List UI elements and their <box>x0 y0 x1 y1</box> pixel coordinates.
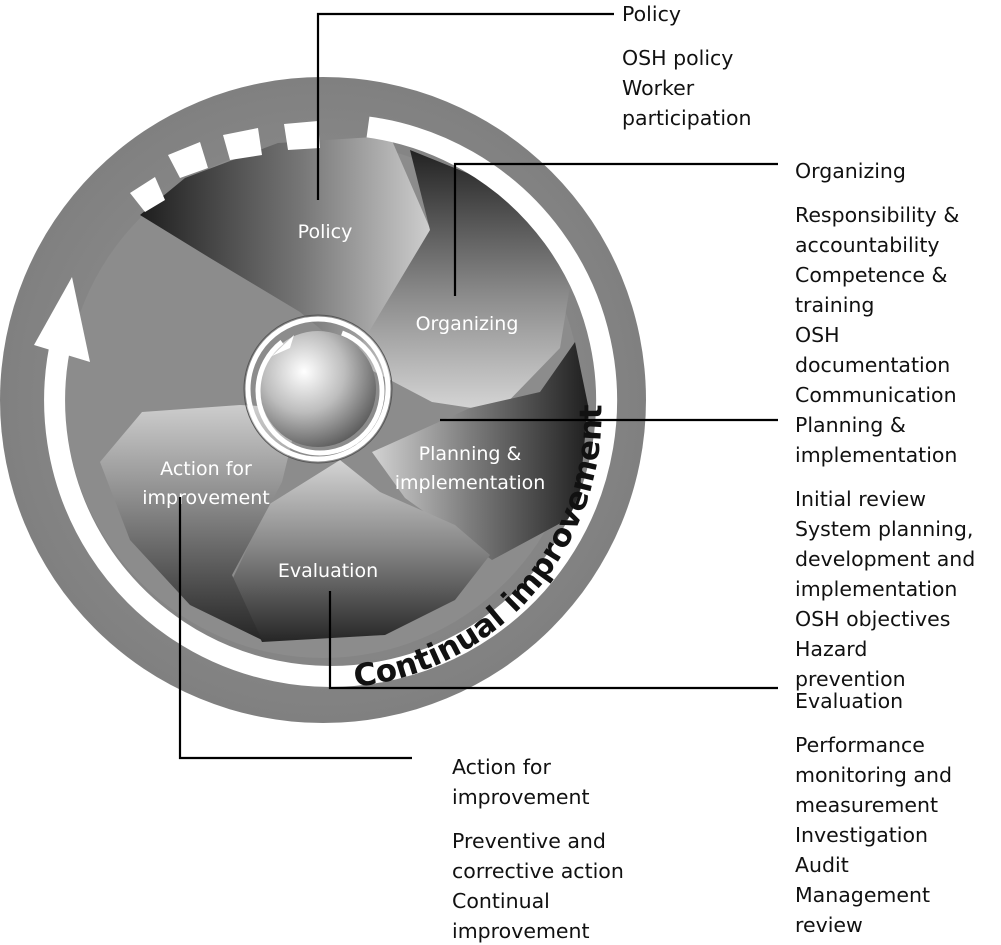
panel-list-item: OSH objectives <box>795 607 951 631</box>
ring-dashes <box>130 121 320 212</box>
panel-list-item: Worker participation <box>622 76 752 130</box>
segment-label-action-line: Action for <box>160 458 252 480</box>
panel-list-item: Communication <box>795 383 957 407</box>
segment-label-action: Action for improvement <box>142 458 270 509</box>
panel-evaluation-title: Evaluation <box>795 689 904 713</box>
panel-list-item: Hazard prevention <box>795 637 906 691</box>
panel-list-item: OSH documentation <box>795 323 951 377</box>
hub-arrowhead <box>272 335 294 356</box>
panel-list-item: System planning, development and impleme… <box>795 517 976 601</box>
panel-list-item: Management review <box>795 883 931 937</box>
panel-organizing-title: Organizing <box>795 159 906 183</box>
panel-list-item: Responsibility & accountability <box>795 203 960 257</box>
continual-improvement-arrowhead <box>34 277 90 362</box>
leader-line-policy <box>316 12 614 200</box>
segment-label-action-line: improvement <box>142 487 270 509</box>
hub-arrow <box>255 330 385 456</box>
panel-action-title: Action for improvement <box>452 755 590 809</box>
segment-label-planning-line: Planning & <box>419 443 522 465</box>
leader-line-organizing <box>453 162 778 296</box>
panel-list-item: OSH policy <box>622 46 734 70</box>
panel-list-item: Competence & training <box>795 263 948 317</box>
panel-list-item: Initial review <box>795 487 927 511</box>
blade-organizing <box>352 150 575 412</box>
hub-ring <box>245 316 391 462</box>
panel-evaluation: Evaluation Performance monitoring and me… <box>795 686 1000 940</box>
blade-policy <box>140 136 432 358</box>
leader-line-evaluation <box>328 591 778 690</box>
panel-planning: Planning & implementation Initial review… <box>795 410 980 694</box>
segment-label-organizing: Organizing <box>416 313 519 335</box>
leader-line-action <box>178 497 412 760</box>
hub-ring-outline <box>243 314 393 464</box>
panel-organizing: Organizing Responsibility & accountabili… <box>795 156 1000 410</box>
panel-list-item: Investigation <box>795 823 929 847</box>
panel-list-item: Audit <box>795 853 849 877</box>
segment-label-policy: Policy <box>298 221 353 243</box>
hub-sphere <box>260 331 376 447</box>
segment-label-planning-line: implementation <box>395 472 546 494</box>
segment-label-evaluation: Evaluation <box>278 560 378 582</box>
blade-planning <box>372 342 588 560</box>
segment-label-planning: Planning & implementation <box>395 443 546 494</box>
panel-list-item: Performance monitoring and measurement <box>795 733 952 817</box>
panel-list-item: Preventive and corrective action <box>452 829 624 883</box>
continual-improvement-arrow <box>44 116 618 687</box>
panel-list-item: Continual improvement <box>452 889 590 943</box>
panel-planning-title: Planning & implementation <box>795 413 958 467</box>
blade-action <box>100 405 300 640</box>
panel-policy-title: Policy <box>622 2 681 26</box>
leader-lines <box>178 12 778 760</box>
panel-action: Action for improvement Preventive and co… <box>452 752 627 945</box>
blade-evaluation <box>232 460 490 642</box>
